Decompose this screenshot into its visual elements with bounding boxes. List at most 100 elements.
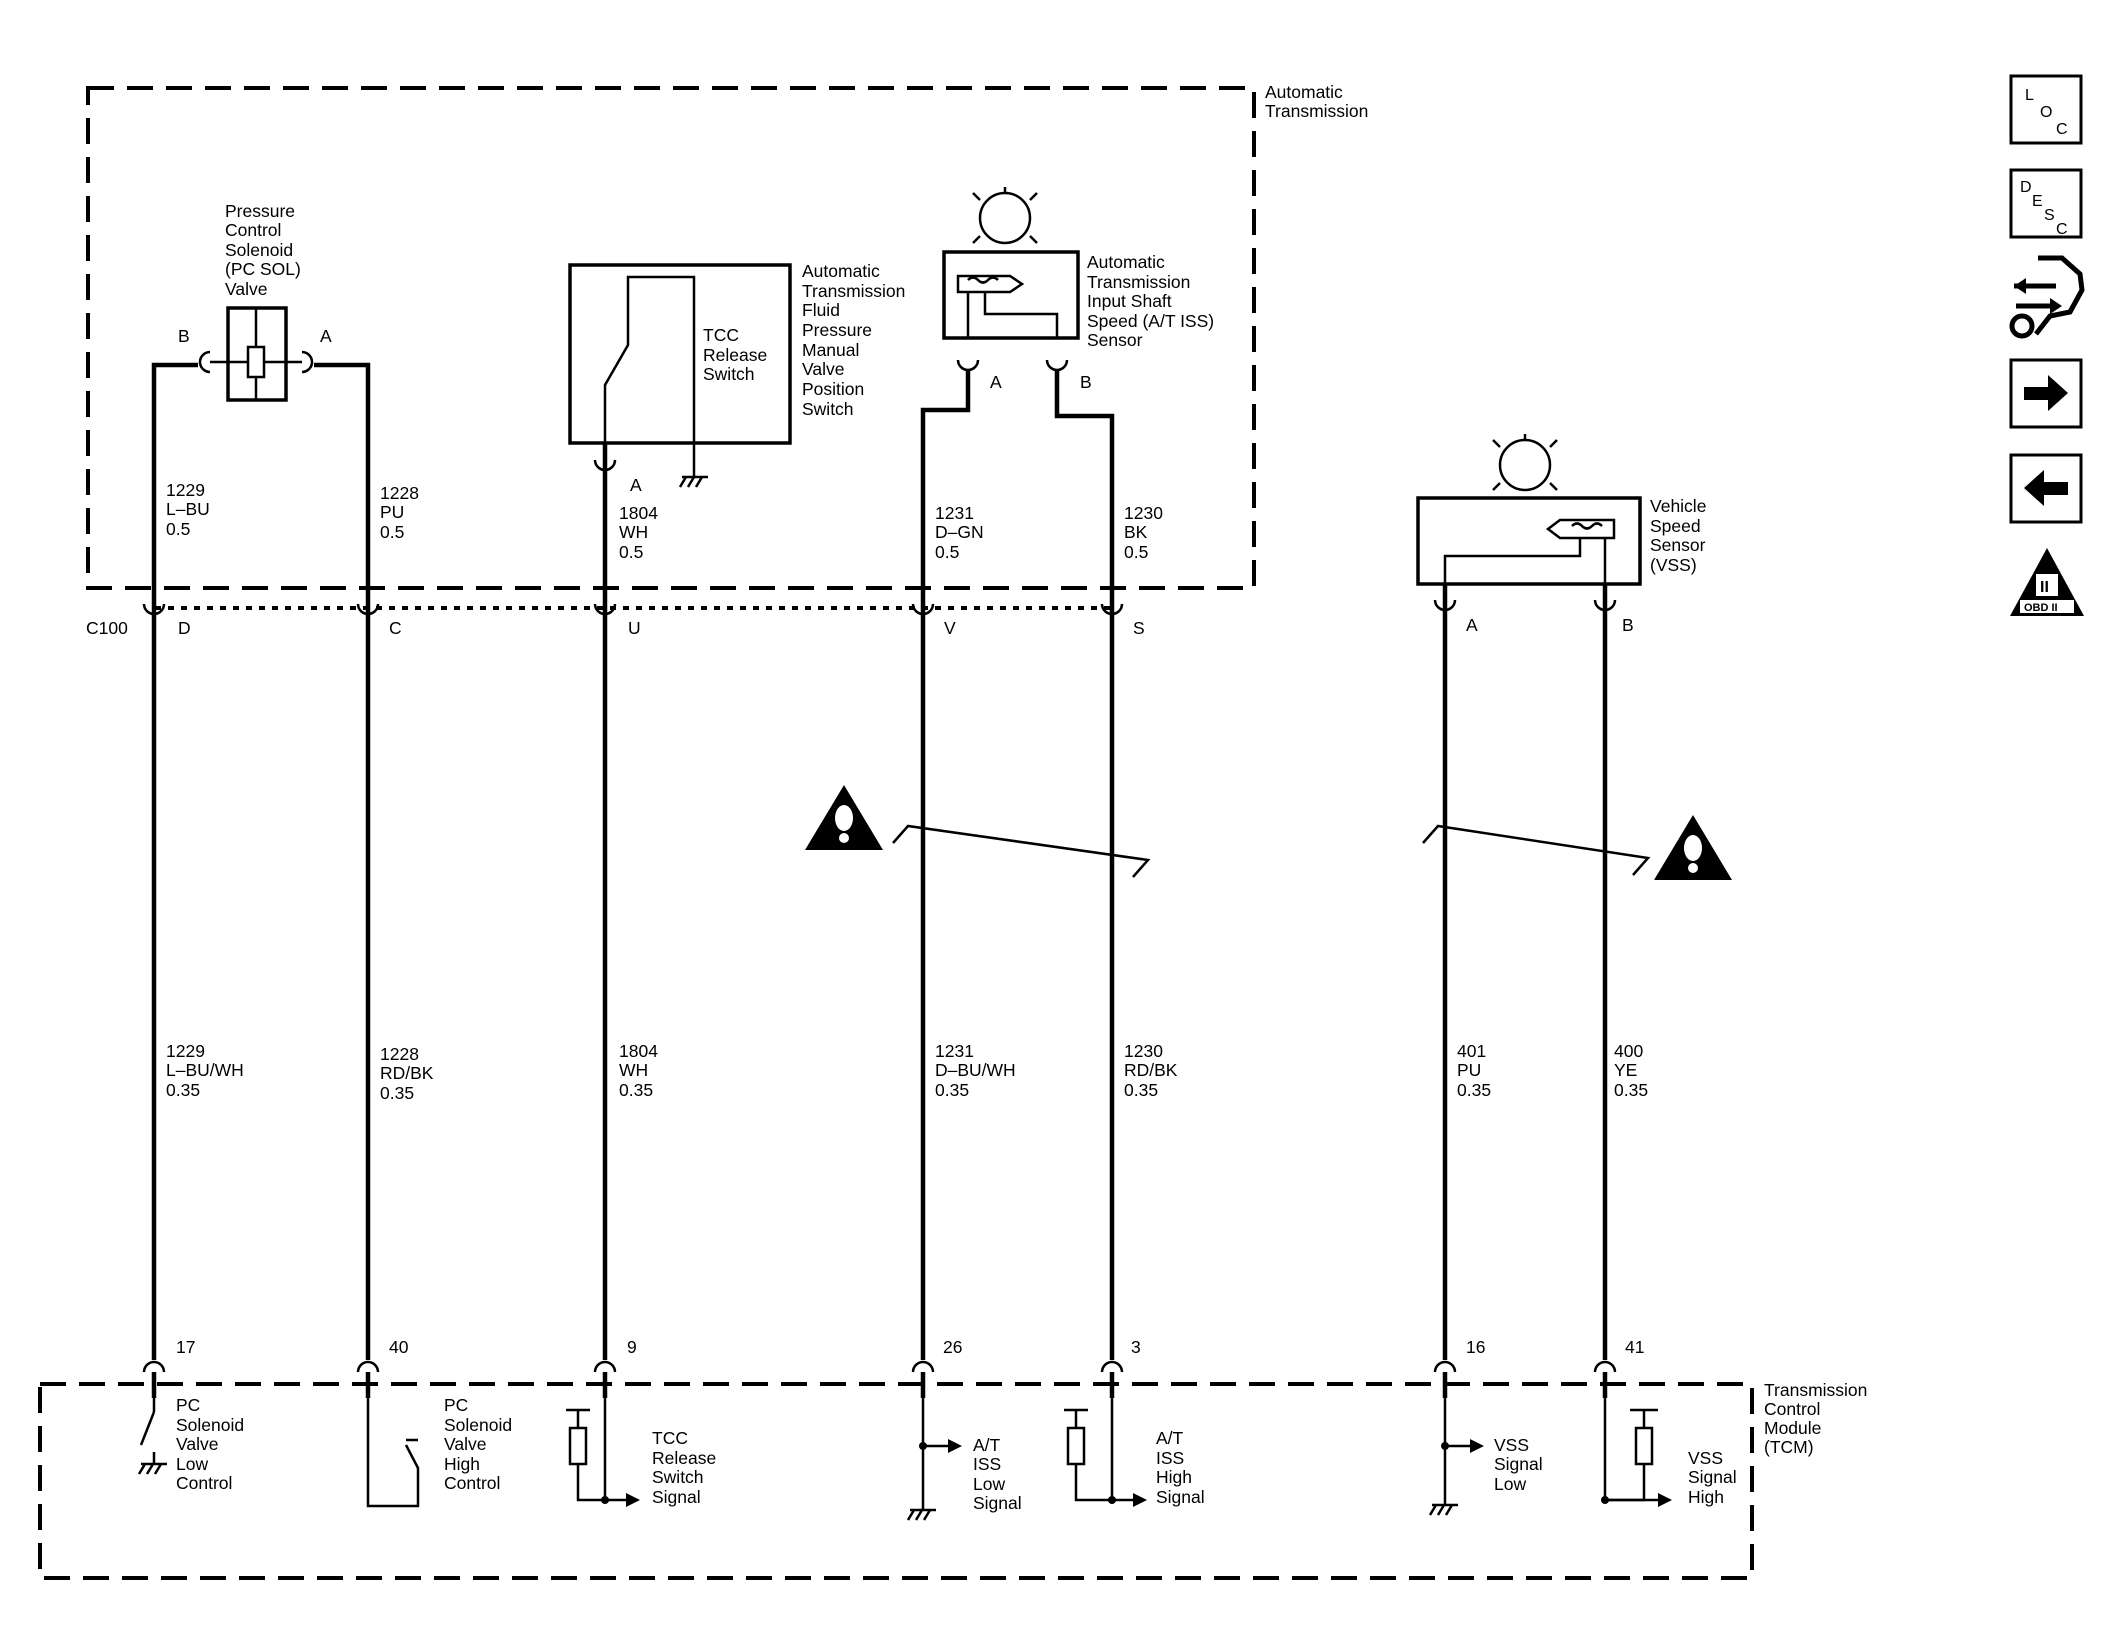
svg-text:RD/BK: RD/BK — [380, 1063, 434, 1083]
svg-text:1231: 1231 — [935, 503, 974, 523]
tcm-terminals — [142, 1360, 1617, 1398]
fluid-pressure-switch: TCC Release Switch Automatic Transmissio… — [568, 261, 905, 495]
svg-text:D: D — [2020, 179, 2032, 196]
svg-text:O: O — [2040, 104, 2052, 121]
arrow-right-icon[interactable] — [2009, 358, 2083, 429]
c100-terminals — [142, 599, 1617, 616]
loc-icon[interactable]: L O C — [2009, 74, 2083, 145]
svg-text:0.35: 0.35 — [1457, 1080, 1491, 1100]
svg-text:PU: PU — [1457, 1060, 1481, 1080]
svg-text:Signal: Signal — [973, 1493, 1022, 1513]
svg-text:0.35: 0.35 — [1124, 1080, 1158, 1100]
fluid-switch-label-8: Switch — [802, 399, 854, 419]
tcm-pin-17: 17 — [176, 1337, 195, 1357]
upper-wire-labels: 1229 L–BU 0.5 1228 PU 0.5 1804 WH 0.5 12… — [166, 480, 1163, 562]
pcsol-label-2: Control — [225, 220, 281, 240]
vss-pin-b: B — [1622, 615, 1634, 635]
svg-text:WH: WH — [619, 1060, 648, 1080]
svg-text:D–BU/WH: D–BU/WH — [935, 1060, 1016, 1080]
iss-pin-b: B — [1080, 372, 1092, 392]
svg-text:High: High — [1156, 1467, 1192, 1487]
iss-label-1: Automatic — [1087, 252, 1165, 272]
svg-text:Switch: Switch — [652, 1467, 704, 1487]
fluid-switch-label-5: Manual — [802, 340, 859, 360]
wires — [151, 584, 1608, 1360]
svg-text:WH: WH — [619, 522, 648, 542]
twisted-pair-marks — [892, 824, 1651, 878]
vss-label-4: (VSS) — [1650, 555, 1697, 575]
svg-text:0.5: 0.5 — [935, 542, 959, 562]
pcsol-label-5: Valve — [225, 279, 267, 299]
svg-text:High: High — [1688, 1487, 1724, 1507]
tcm-zone — [38, 1382, 1754, 1580]
svg-text:L–BU: L–BU — [166, 499, 210, 519]
svg-text:Low: Low — [1494, 1474, 1526, 1494]
svg-text:400: 400 — [1614, 1041, 1643, 1061]
tcm-function-labels: PC Solenoid Valve Low Control PC Solenoi… — [176, 1395, 1737, 1513]
svg-text:Low: Low — [176, 1454, 208, 1474]
obd-ii-icon[interactable]: II OBD II — [2010, 548, 2084, 616]
svg-text:L–BU/WH: L–BU/WH — [166, 1060, 244, 1080]
svg-text:Signal: Signal — [1688, 1467, 1737, 1487]
svg-text:Low: Low — [973, 1474, 1005, 1494]
fluid-switch-label-7: Position — [802, 379, 864, 399]
ground-icon — [678, 443, 708, 488]
svg-text:PC: PC — [444, 1395, 468, 1415]
iss-sensor: Automatic Transmission Input Shaft Speed… — [942, 187, 1214, 392]
iss-label-5: Sensor — [1087, 330, 1143, 350]
svg-text:0.35: 0.35 — [166, 1080, 200, 1100]
tcm-zone-label-3: Module — [1764, 1418, 1821, 1438]
iss-low-circuit — [906, 1398, 962, 1521]
svg-text:PC: PC — [176, 1395, 200, 1415]
arrow-left-icon[interactable] — [2009, 453, 2083, 524]
c100-pin-c: C — [389, 618, 402, 638]
diagnostic-tool-icon[interactable] — [2009, 255, 2085, 339]
svg-text:Valve: Valve — [444, 1434, 486, 1454]
svg-text:1229: 1229 — [166, 480, 205, 500]
svg-text:RD/BK: RD/BK — [1124, 1060, 1178, 1080]
svg-text:Release: Release — [652, 1448, 716, 1468]
svg-text:II: II — [2040, 579, 2049, 596]
fluid-switch-label-2: Transmission — [802, 281, 905, 301]
svg-text:0.5: 0.5 — [1124, 542, 1148, 562]
svg-text:L: L — [2025, 87, 2034, 104]
svg-text:BK: BK — [1124, 522, 1148, 542]
svg-text:1228: 1228 — [380, 483, 419, 503]
svg-text:0.5: 0.5 — [166, 519, 190, 539]
svg-text:VSS: VSS — [1494, 1435, 1529, 1455]
svg-text:YE: YE — [1614, 1060, 1637, 1080]
desc-icon[interactable]: D E S C — [2009, 168, 2083, 239]
pcsol-pin-b: B — [178, 326, 190, 346]
svg-text:VSS: VSS — [1688, 1448, 1723, 1468]
tcm-zone-label-2: Control — [1764, 1399, 1820, 1419]
fluid-switch-label-4: Pressure — [802, 320, 872, 340]
c100-pin-v: V — [944, 618, 956, 638]
svg-text:0.35: 0.35 — [619, 1080, 653, 1100]
trans-zone-label-1: Automatic — [1265, 82, 1343, 102]
trans-zone-label-2: Transmission — [1265, 101, 1368, 121]
tcc-switch-label-2: Release — [703, 345, 767, 365]
pcsol-label-4: (PC SOL) — [225, 259, 301, 279]
svg-text:C: C — [2056, 121, 2068, 138]
fluid-switch-label-6: Valve — [802, 359, 844, 379]
svg-text:Signal: Signal — [1494, 1454, 1543, 1474]
tcm-pin-16: 16 — [1466, 1337, 1485, 1357]
iss-high-circuit — [1064, 1398, 1147, 1507]
fluid-switch-pin-a: A — [630, 475, 642, 495]
svg-text:Solenoid: Solenoid — [444, 1415, 512, 1435]
fluid-switch-label-3: Fluid — [802, 300, 840, 320]
tcc-switch-label-1: TCC — [703, 325, 739, 345]
pcsol-label-3: Solenoid — [225, 240, 293, 260]
svg-text:Control: Control — [176, 1473, 232, 1493]
svg-text:0.35: 0.35 — [1614, 1080, 1648, 1100]
svg-text:1231: 1231 — [935, 1041, 974, 1061]
tcm-pin-40: 40 — [389, 1337, 409, 1357]
svg-text:Signal: Signal — [652, 1487, 701, 1507]
vss-pin-a: A — [1466, 615, 1478, 635]
c100-pin-s: S — [1133, 618, 1145, 638]
svg-text:1804: 1804 — [619, 503, 658, 523]
svg-text:ISS: ISS — [1156, 1448, 1184, 1468]
tcm-pin-26: 26 — [943, 1337, 962, 1357]
svg-text:High: High — [444, 1454, 480, 1474]
